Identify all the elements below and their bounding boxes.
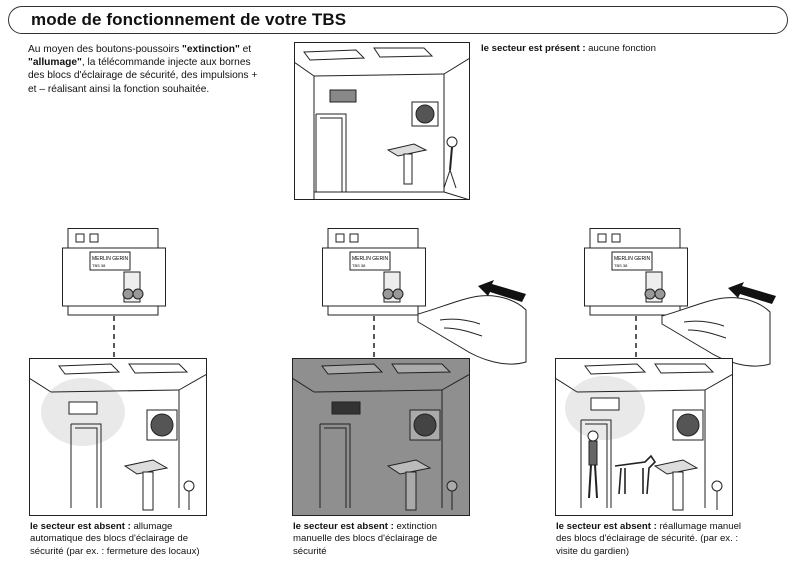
connector-1 xyxy=(112,316,116,358)
arrow-2 xyxy=(478,280,528,308)
intro-part: , la télécommande injecte aux bornes des… xyxy=(28,57,258,95)
hand-2 xyxy=(410,278,530,370)
caption-auto-on: le secteur est absent : allumage automat… xyxy=(30,521,216,558)
intro-part: Au moyen des boutons-poussoirs xyxy=(28,44,183,55)
caption-present: le secteur est présent : aucune fonction xyxy=(481,43,741,55)
device-1: MERLIN GERIN TBS 38 xyxy=(62,228,166,316)
caption-bold: le secteur est absent : xyxy=(30,521,131,532)
caption-bold: le secteur est absent : xyxy=(293,521,394,532)
device-model: TBS 38 xyxy=(614,263,628,268)
title-banner: mode de fonctionnement de votre TBS xyxy=(8,6,788,34)
connector-3 xyxy=(634,316,638,358)
caption-present-bold: le secteur est présent : xyxy=(481,43,586,54)
caption-manual-off: le secteur est absent : extinction manue… xyxy=(293,521,473,558)
caption-manual-on: le secteur est absent : réallumage manue… xyxy=(556,521,746,558)
scene-auto-on xyxy=(29,358,207,516)
arrow-3 xyxy=(728,282,778,310)
intro-part: et xyxy=(239,44,252,55)
device-model: TBS 38 xyxy=(352,263,366,268)
intro-bold-extinction: "extinction" xyxy=(182,44,240,55)
scene-manual-on xyxy=(555,358,733,516)
caption-text: allumage automatique des blocs d'éclaira… xyxy=(30,521,200,557)
intro-bold-allumage: "allumage" xyxy=(28,57,82,69)
device-3: MERLIN GERIN TBS 38 xyxy=(584,228,688,316)
device-brand: MERLIN GERIN xyxy=(614,256,651,262)
caption-bold: le secteur est absent : xyxy=(556,521,657,532)
page-title: mode de fonctionnement de votre TBS xyxy=(31,10,347,29)
device-2: MERLIN GERIN TBS 38 xyxy=(322,228,426,316)
hand-3 xyxy=(654,282,774,372)
caption-text: réallumage manuel des blocs d'éclairage … xyxy=(556,521,742,557)
scene-manual-off xyxy=(292,358,470,516)
scene-mains-present xyxy=(294,42,470,200)
device-brand: MERLIN GERIN xyxy=(352,256,389,262)
device-brand: MERLIN GERIN xyxy=(92,256,129,262)
caption-text: extinction manuelle des blocs d'éclairag… xyxy=(293,521,438,557)
connector-2 xyxy=(372,316,376,358)
caption-present-text: aucune fonction xyxy=(585,43,656,54)
intro-text: Au moyen des boutons-poussoirs "extincti… xyxy=(28,43,266,96)
device-model: TBS 38 xyxy=(92,263,106,268)
